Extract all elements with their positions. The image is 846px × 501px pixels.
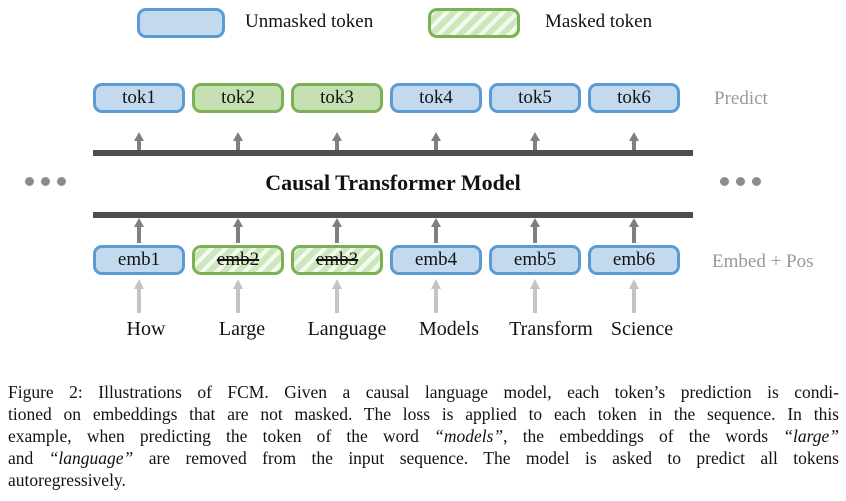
predicted-token-row: tok1 tok2 tok3 tok4 tok5 tok6 xyxy=(93,83,680,113)
transformer-bottom-bar xyxy=(93,212,693,218)
emb-box-emb3: emb3 xyxy=(291,245,383,275)
transformer-top-bar xyxy=(93,150,693,156)
up-arrow-icon xyxy=(431,218,441,243)
emb-box-emb2: emb2 xyxy=(192,245,284,275)
caption-line: tioned on embeddings that are not masked… xyxy=(8,404,839,424)
token-label: tok3 xyxy=(320,87,354,108)
up-arrow-icon xyxy=(629,218,639,243)
masked-legend-label: Masked token xyxy=(545,11,653,32)
up-arrow-icon xyxy=(233,132,243,151)
emb-label: emb6 xyxy=(612,249,656,270)
caption-line: Figure 2: Illustrations of FCM. Given a … xyxy=(8,382,839,402)
token-label: tok2 xyxy=(221,87,255,108)
up-arrow-icon xyxy=(233,279,243,313)
up-arrow-icon xyxy=(530,132,540,151)
token-box-tok5: tok5 xyxy=(489,83,581,113)
input-word: Language xyxy=(307,318,387,340)
model-title: Causal Transformer Model xyxy=(265,170,521,195)
token-box-tok6: tok6 xyxy=(588,83,680,113)
token-label: tok1 xyxy=(122,87,156,108)
emb-label: emb4 xyxy=(414,249,458,270)
token-box-tok1: tok1 xyxy=(93,83,185,113)
token-label: tok5 xyxy=(518,87,552,108)
token-box-tok2: tok2 xyxy=(192,83,284,113)
emb-label: emb2 xyxy=(216,249,260,270)
caption-line: autoregressively. xyxy=(8,470,126,490)
embed-pos-label: Embed + Pos xyxy=(712,251,814,272)
emb-box-emb6: emb6 xyxy=(588,245,680,275)
emb-box-emb4: emb4 xyxy=(390,245,482,275)
up-arrow-icon xyxy=(629,132,639,151)
token-label: tok6 xyxy=(617,87,651,108)
masked-token-swatch xyxy=(428,8,520,38)
up-arrow-icon xyxy=(332,218,342,243)
unmasked-legend-label: Unmasked token xyxy=(245,11,374,32)
input-word: How xyxy=(126,318,166,340)
up-arrow-icon xyxy=(134,132,144,151)
predict-label: Predict xyxy=(714,88,768,109)
up-arrow-icon xyxy=(431,132,441,151)
ellipsis-icon xyxy=(720,177,761,186)
up-arrow-icon xyxy=(332,132,342,151)
input-word: Science xyxy=(610,318,674,340)
caption-line: example, when predicting the token of th… xyxy=(8,426,840,446)
up-arrow-icon xyxy=(233,218,243,243)
up-arrow-icon xyxy=(431,279,441,313)
input-word: Large xyxy=(218,318,266,340)
token-box-tok4: tok4 xyxy=(390,83,482,113)
up-arrow-icon xyxy=(332,279,342,313)
emb-label: emb3 xyxy=(315,249,359,270)
up-arrow-icon xyxy=(629,279,639,313)
token-box-tok3: tok3 xyxy=(291,83,383,113)
input-word: Transform xyxy=(509,318,593,340)
caption-line: and “language” are removed from the inpu… xyxy=(8,448,839,468)
up-arrow-icon xyxy=(134,279,144,313)
ellipsis-icon xyxy=(25,177,66,186)
emb-box-emb1: emb1 xyxy=(93,245,185,275)
figure-caption: Figure 2: Illustrations of FCM. Given a … xyxy=(8,381,839,491)
token-label: tok4 xyxy=(419,87,453,108)
emb-label: emb5 xyxy=(513,249,557,270)
up-arrow-icon xyxy=(530,218,540,243)
unmasked-token-swatch xyxy=(137,8,225,38)
up-arrow-icon xyxy=(530,279,540,313)
emb-box-emb5: emb5 xyxy=(489,245,581,275)
embedding-row: emb1 emb2 emb3 emb4 emb5 emb6 xyxy=(93,245,680,275)
up-arrow-icon xyxy=(134,218,144,243)
emb-label: emb1 xyxy=(117,249,161,270)
input-word: Models xyxy=(419,318,479,340)
